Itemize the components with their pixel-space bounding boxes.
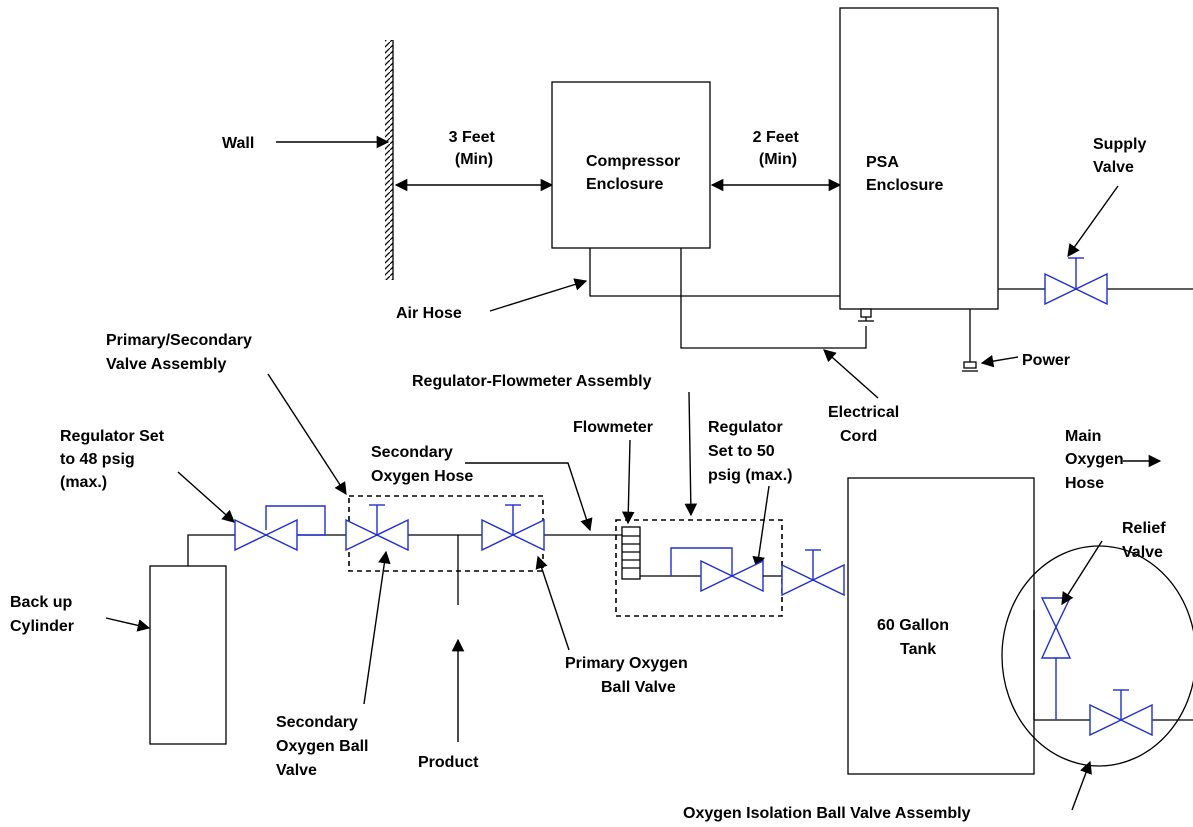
- product-label: Product: [418, 754, 479, 771]
- relief-valve-arrow: [1061, 540, 1103, 606]
- tank-inlet-valve: [781, 549, 845, 597]
- supply-valve-label: Supply Valve: [1093, 136, 1151, 176]
- power-label: Power: [1022, 352, 1070, 369]
- regulator-50-label: Regulator Set to 50 psig (max.): [708, 419, 792, 484]
- tank-label: 60 Gallon Tank: [877, 617, 953, 658]
- secondary-oxygen-hose-label: Secondary Oxygen Hose: [371, 444, 473, 485]
- oxygen-isolation-ball-valve-assembly-label: Oxygen Isolation Ball Valve Assembly: [683, 805, 971, 822]
- regulator-flowmeter-assembly-arrow: [684, 391, 698, 517]
- compressor-enclosure: [551, 81, 711, 249]
- psa-power-plug: [860, 308, 872, 318]
- regulator-50-arrow: [752, 485, 770, 570]
- regulator-flowmeter-assembly-box: [615, 519, 783, 617]
- air-hose-line: [589, 248, 840, 297]
- supply-valve: [1044, 257, 1108, 306]
- primary-oxygen-ball-valve-arrow: [535, 555, 570, 651]
- supply-valve-arrow: [1067, 185, 1119, 258]
- regulator-48-label: Regulator Set to 48 psig (max.): [60, 428, 168, 491]
- flowmeter: [621, 526, 641, 580]
- electrical-cord-line: [680, 248, 867, 349]
- electrical-cord-arrow: [823, 349, 879, 399]
- backup-cylinder: [149, 565, 227, 745]
- regulator-48-valve: [234, 505, 326, 552]
- psa-enclosure: [839, 7, 999, 310]
- sixty-gallon-tank: [847, 477, 1035, 775]
- secondary-oxygen-ball-valve: [345, 504, 409, 552]
- wall-label: Wall: [222, 135, 254, 152]
- regulator-48-arrow: [177, 471, 235, 523]
- power-arrow: [980, 354, 1019, 368]
- backup-cylinder-label: Back up Cylinder: [10, 594, 77, 635]
- power-plug: [963, 361, 977, 369]
- psa-enclosure-label: PSA Enclosure: [866, 154, 943, 194]
- two-feet-label: 2 Feet (Min): [753, 129, 804, 168]
- regulator-flowmeter-assembly-label: Regulator-Flowmeter Assembly: [412, 373, 652, 390]
- three-feet-label: 3 Feet (Min): [449, 129, 500, 168]
- primary-oxygen-ball-valve-label: Primary Oxygen Ball Valve: [565, 655, 692, 696]
- compressor-enclosure-label: Compressor Enclosure: [586, 153, 685, 193]
- relief-valve-label: Relief Valve: [1122, 520, 1170, 561]
- oxygen-isolation-ball-valve: [1089, 689, 1153, 737]
- oxygen-isolation-arrow: [1071, 760, 1092, 811]
- relief-valve: [1040, 597, 1072, 720]
- primary-secondary-valve-assembly-arrow: [267, 373, 347, 496]
- secondary-oxygen-hose-arrow: [465, 462, 593, 532]
- air-hose-label: Air Hose: [396, 305, 462, 322]
- primary-secondary-valve-assembly-label: Primary/Secondary Valve Assembly: [106, 332, 256, 373]
- secondary-oxygen-ball-valve-arrow: [363, 550, 391, 705]
- main-oxygen-hose-label: Main Oxygen Hose: [1065, 428, 1128, 492]
- electrical-cord-label: Electrical Cord: [828, 404, 904, 445]
- backup-cylinder-arrow: [105, 617, 151, 632]
- air-hose-arrow: [489, 278, 588, 312]
- wall: [385, 40, 394, 280]
- flowmeter-label: Flowmeter: [573, 419, 653, 436]
- primary-secondary-valve-assembly-box: [348, 495, 544, 572]
- regulator-50-valve: [670, 547, 764, 593]
- primary-oxygen-ball-valve: [481, 504, 545, 552]
- secondary-oxygen-ball-valve-label: Secondary Oxygen Ball Valve: [276, 714, 373, 779]
- cylinder-supply-line: [187, 534, 235, 566]
- flowmeter-arrow: [621, 439, 635, 525]
